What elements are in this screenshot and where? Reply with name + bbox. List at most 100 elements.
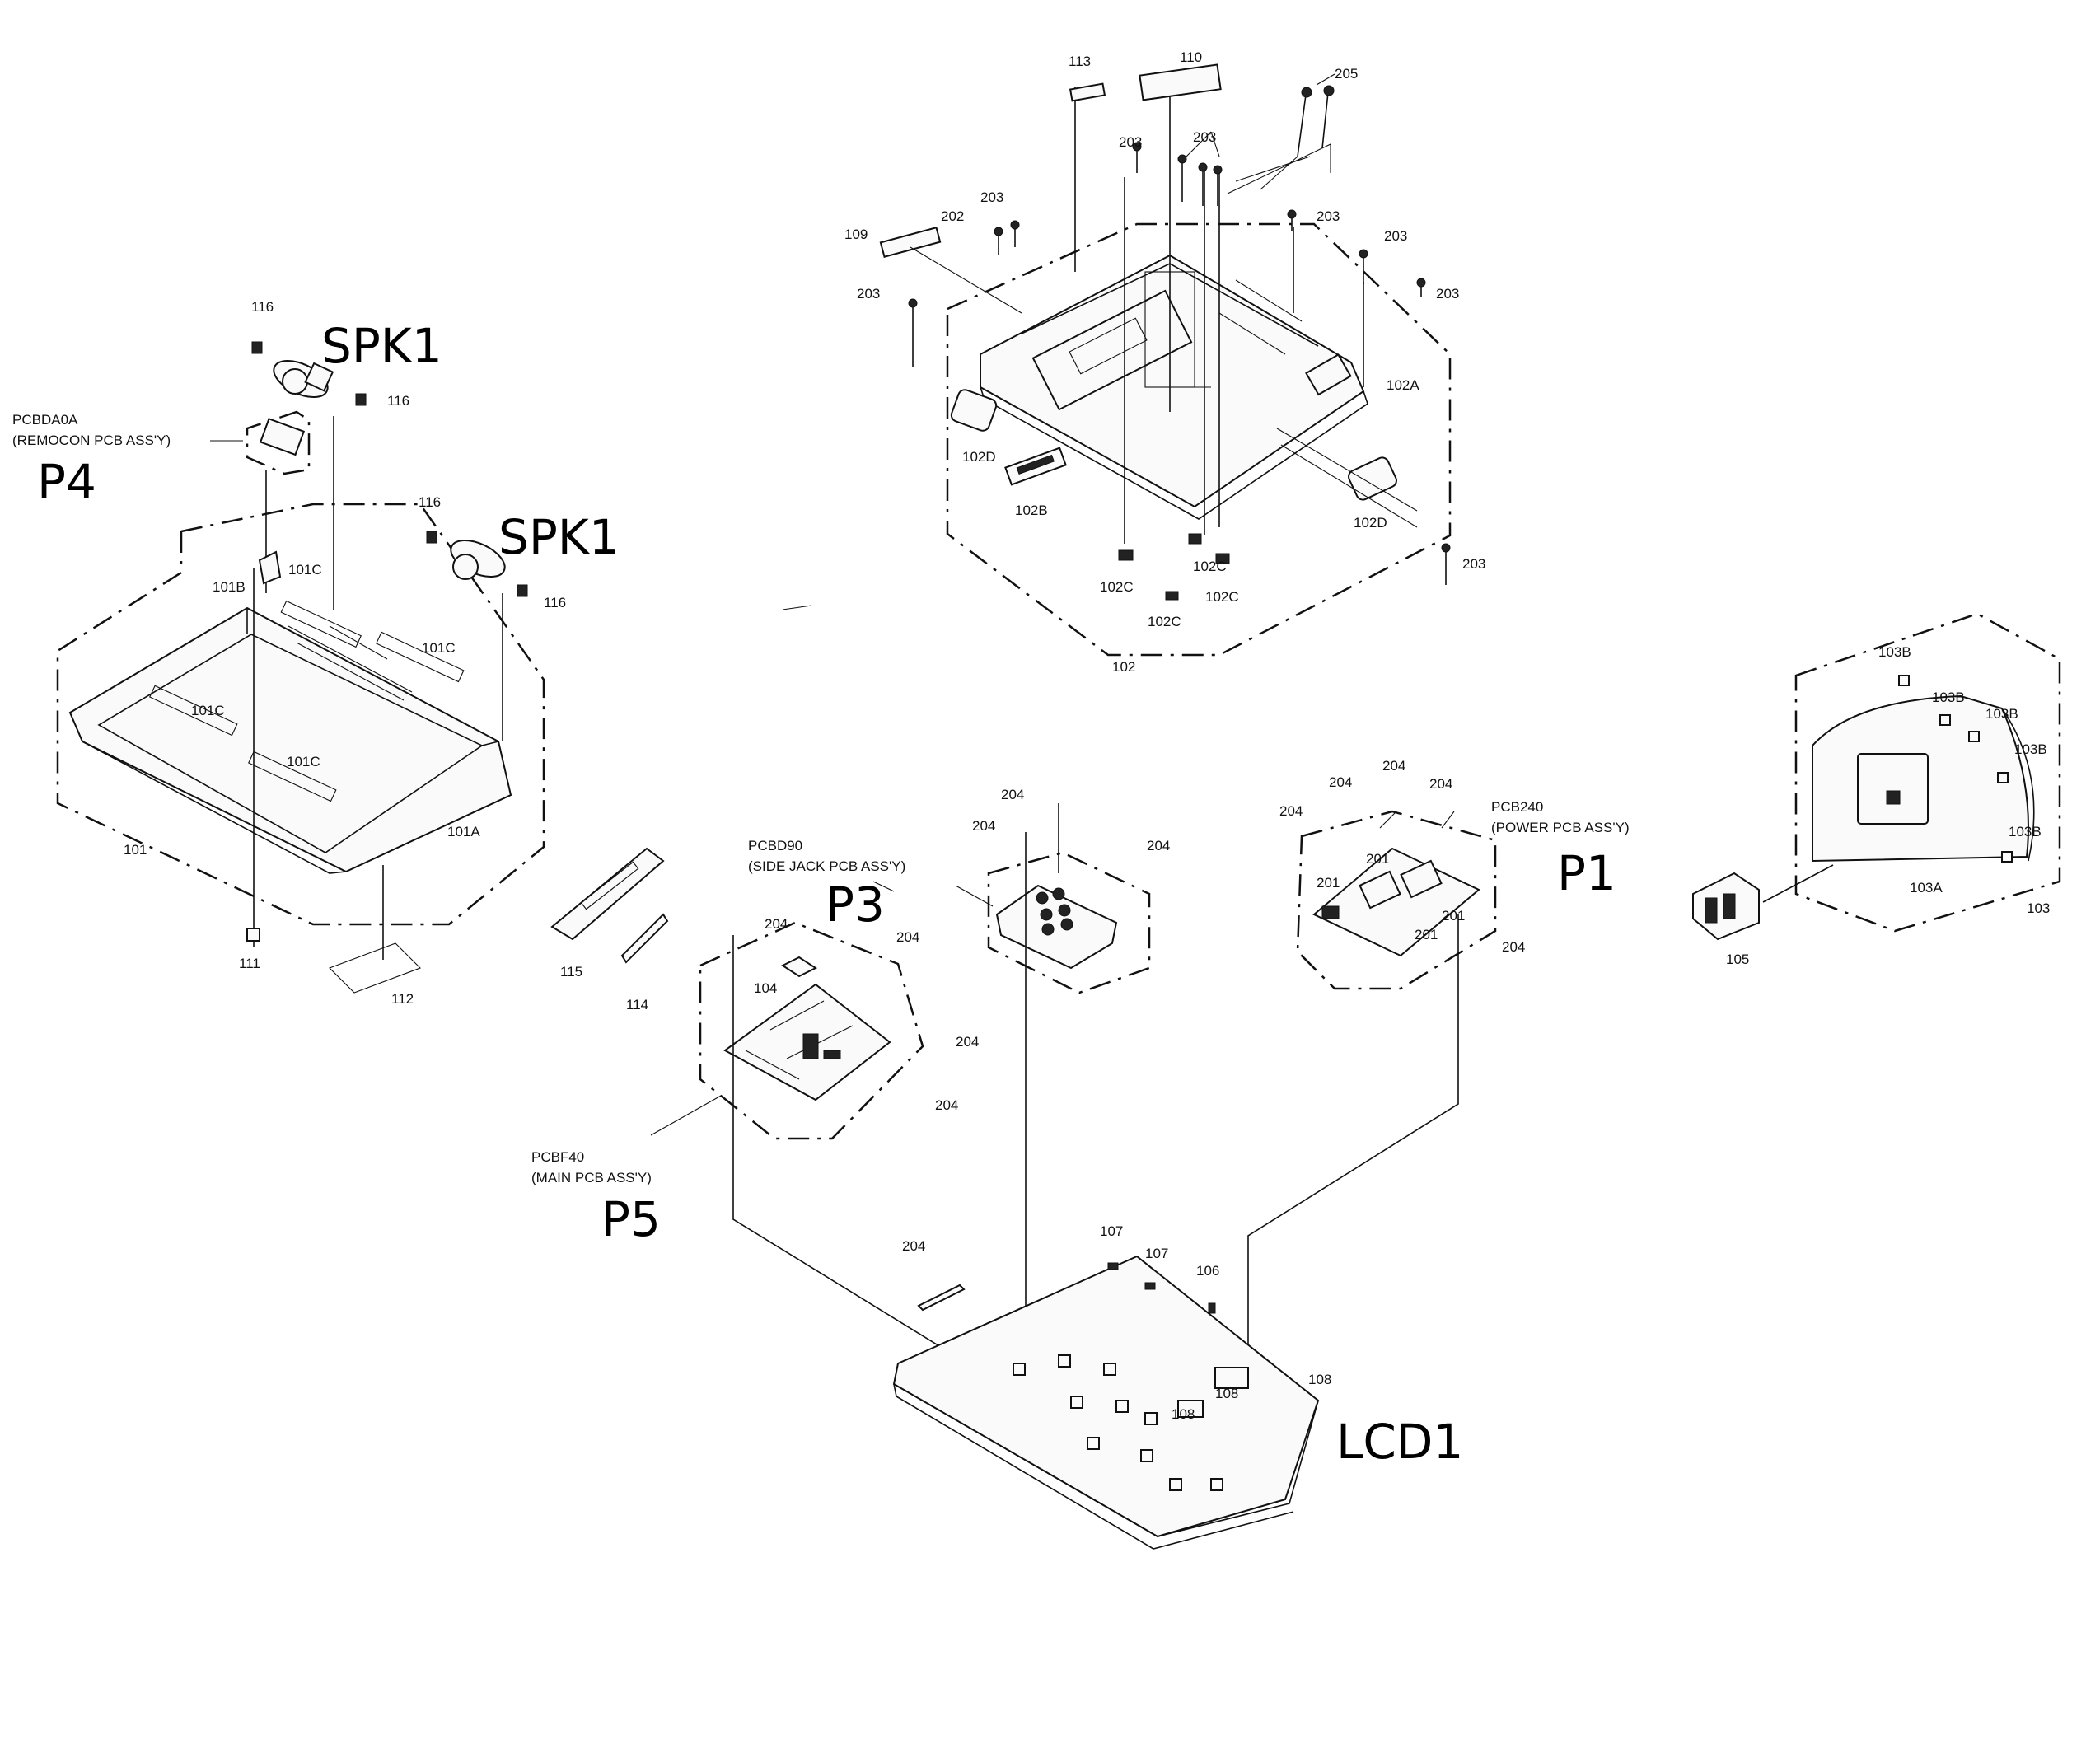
label-108: 108 <box>1215 1386 1238 1401</box>
remocon-pcb-name: (REMOCON PCB ASS'Y) <box>12 433 171 448</box>
assembly-labels: PCBDA0A (REMOCON PCB ASS'Y) PCBD90 (SIDE… <box>12 412 1630 1185</box>
handwritten-spk1-mid: SPK1 <box>498 509 620 565</box>
label-103b: 103B <box>1878 644 1911 660</box>
label-103: 103 <box>2027 900 2050 916</box>
label-202: 202 <box>941 208 964 224</box>
label-204: 204 <box>935 1097 958 1113</box>
label-203: 203 <box>1462 556 1485 572</box>
main-pcb-group <box>550 847 948 1352</box>
label-201: 201 <box>1415 927 1438 942</box>
label-203: 203 <box>1436 286 1459 302</box>
label-116: 116 <box>544 595 566 610</box>
label-107: 107 <box>1100 1223 1123 1239</box>
lcd-component-icons <box>1013 1354 1249 1491</box>
label-204: 204 <box>1329 774 1352 790</box>
label-101c: 101C <box>422 640 456 656</box>
label-205: 205 <box>1335 66 1358 82</box>
label-101b: 101B <box>213 579 246 595</box>
back-cover-group-102 <box>879 63 1452 657</box>
label-101c: 101C <box>287 754 320 769</box>
label-204: 204 <box>902 1238 925 1254</box>
label-101a: 101A <box>447 824 480 839</box>
label-105: 105 <box>1726 952 1749 967</box>
front-cabinet-group-101 <box>56 341 545 994</box>
label-116: 116 <box>251 299 274 315</box>
label-204: 204 <box>1279 803 1303 819</box>
label-113: 113 <box>1069 54 1091 69</box>
label-204: 204 <box>1502 939 1525 955</box>
label-103b: 103B <box>1985 706 2018 722</box>
label-204: 204 <box>972 818 995 834</box>
label-104: 104 <box>754 980 777 996</box>
lcd-panel-group <box>892 1255 1320 1550</box>
label-204: 204 <box>1147 838 1170 853</box>
label-103b: 103B <box>2014 741 2047 757</box>
label-101: 101 <box>124 842 147 858</box>
label-204: 204 <box>1429 776 1452 792</box>
label-102c: 102C <box>1205 589 1239 605</box>
label-204: 204 <box>1382 758 1405 774</box>
label-204: 204 <box>956 1034 979 1050</box>
label-103a: 103A <box>1910 880 1943 896</box>
label-203: 203 <box>857 286 880 302</box>
stand-group-103 <box>1692 612 2061 941</box>
jack-cluster-icon <box>1036 887 1073 936</box>
remocon-pcb-code: PCBDA0A <box>12 412 78 428</box>
label-112: 112 <box>391 991 414 1007</box>
leader-lines <box>210 73 1455 1136</box>
label-102c: 102C <box>1193 559 1227 574</box>
label-203: 203 <box>980 189 1003 205</box>
label-116: 116 <box>387 393 409 409</box>
label-203: 203 <box>1384 228 1407 244</box>
handwritten-p5: P5 <box>601 1191 661 1247</box>
label-204: 204 <box>896 929 919 945</box>
label-103b: 103B <box>2009 824 2042 839</box>
part-number-labels: 113 110 205 203 203 203 203 203 203 203 … <box>124 49 2050 1422</box>
label-114: 114 <box>626 997 648 1012</box>
speaker-icon <box>273 359 334 399</box>
label-102d: 102D <box>962 449 996 465</box>
label-106: 106 <box>1196 1263 1219 1279</box>
label-115: 115 <box>560 964 582 980</box>
label-102c: 102C <box>1148 614 1181 629</box>
power-pcb-group <box>1247 810 1497 1359</box>
main-pcb-code: PCBF40 <box>531 1149 584 1165</box>
label-102: 102 <box>1112 659 1135 675</box>
power-pcb-code: PCB240 <box>1491 799 1543 815</box>
main-pcb-name: (MAIN PCB ASS'Y) <box>531 1170 652 1185</box>
label-102c: 102C <box>1100 579 1134 595</box>
label-107: 107 <box>1145 1246 1168 1261</box>
handwritten-lcd1: LCD1 <box>1336 1414 1463 1470</box>
label-201: 201 <box>1442 908 1465 924</box>
label-102d: 102D <box>1354 515 1387 531</box>
clip-icon <box>1898 675 2013 863</box>
label-102b: 102B <box>1015 503 1048 518</box>
label-116: 116 <box>419 494 441 510</box>
screw-icon <box>908 142 1451 585</box>
handwritten-p4: P4 <box>37 454 96 510</box>
label-109: 109 <box>844 227 868 242</box>
label-101c: 101C <box>288 562 322 578</box>
label-203: 203 <box>1119 134 1142 150</box>
label-111: 111 <box>239 956 260 971</box>
handwritten-p1: P1 <box>1557 845 1616 901</box>
side-jack-pcb-group <box>987 803 1151 1392</box>
label-203: 203 <box>1317 208 1340 224</box>
label-101c: 101C <box>191 703 225 718</box>
label-201: 201 <box>1366 851 1389 867</box>
label-203: 203 <box>1193 129 1216 145</box>
power-pcb-name: (POWER PCB ASS'Y) <box>1491 820 1630 835</box>
handwritten-p3: P3 <box>826 877 885 933</box>
label-103b: 103B <box>1932 690 1965 705</box>
handwritten-spk1-top: SPK1 <box>321 318 442 374</box>
label-110: 110 <box>1180 49 1202 65</box>
label-204: 204 <box>1001 787 1024 802</box>
label-201: 201 <box>1317 875 1340 891</box>
side-jack-pcb-code: PCBD90 <box>748 838 802 853</box>
label-108: 108 <box>1308 1372 1331 1387</box>
handwritten-annotations: SPK1 SPK1 P4 P3 P1 P5 LCD1 <box>37 318 1616 1470</box>
label-102a: 102A <box>1387 377 1419 393</box>
label-204: 204 <box>765 916 788 932</box>
side-jack-pcb-name: (SIDE JACK PCB ASS'Y) <box>748 858 905 874</box>
